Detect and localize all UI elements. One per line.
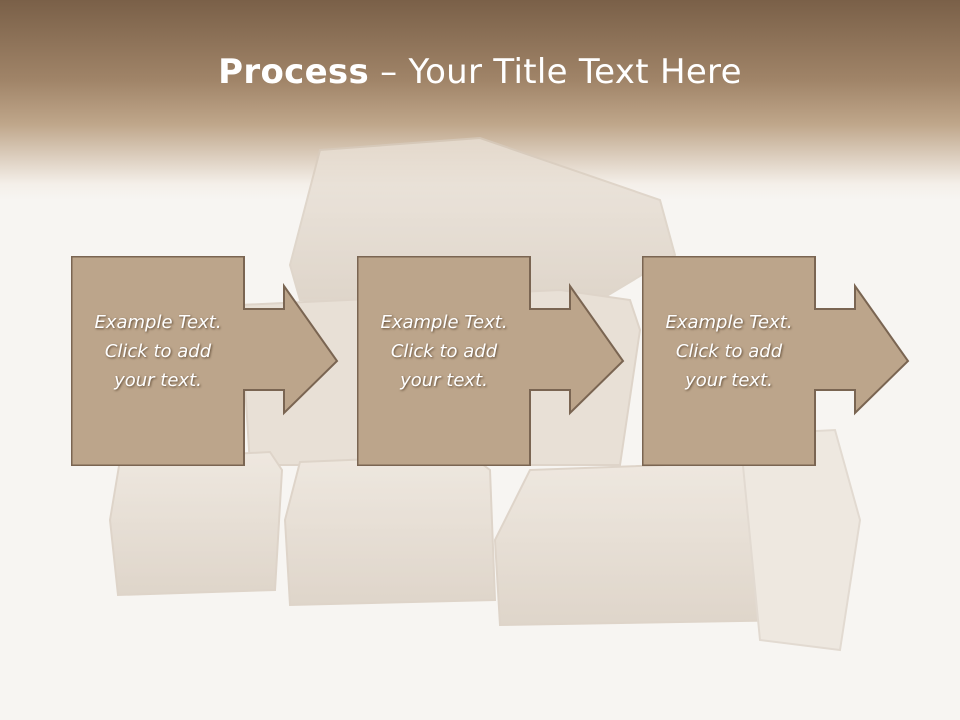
process-step-1[interactable]: Example Text. Click to add your text. bbox=[71, 256, 339, 466]
process-step-2[interactable]: Example Text. Click to add your text. bbox=[357, 256, 625, 466]
process-step-3[interactable]: Example Text. Click to add your text. bbox=[642, 256, 910, 466]
step-text-2[interactable]: Example Text. Click to add your text. bbox=[380, 312, 508, 391]
slide-title[interactable]: Process – Your Title Text Here bbox=[0, 52, 960, 92]
step-arrow-shape-1 bbox=[71, 256, 339, 466]
title-bold: Process bbox=[218, 52, 370, 92]
title-dash: – bbox=[369, 52, 409, 92]
step-arrow-shape-2 bbox=[357, 256, 625, 466]
step-arrow-shape-3 bbox=[642, 256, 910, 466]
step-text-1[interactable]: Example Text. Click to add your text. bbox=[94, 312, 222, 391]
title-rest: Your Title Text Here bbox=[408, 52, 742, 92]
step-text-3[interactable]: Example Text. Click to add your text. bbox=[665, 312, 793, 391]
